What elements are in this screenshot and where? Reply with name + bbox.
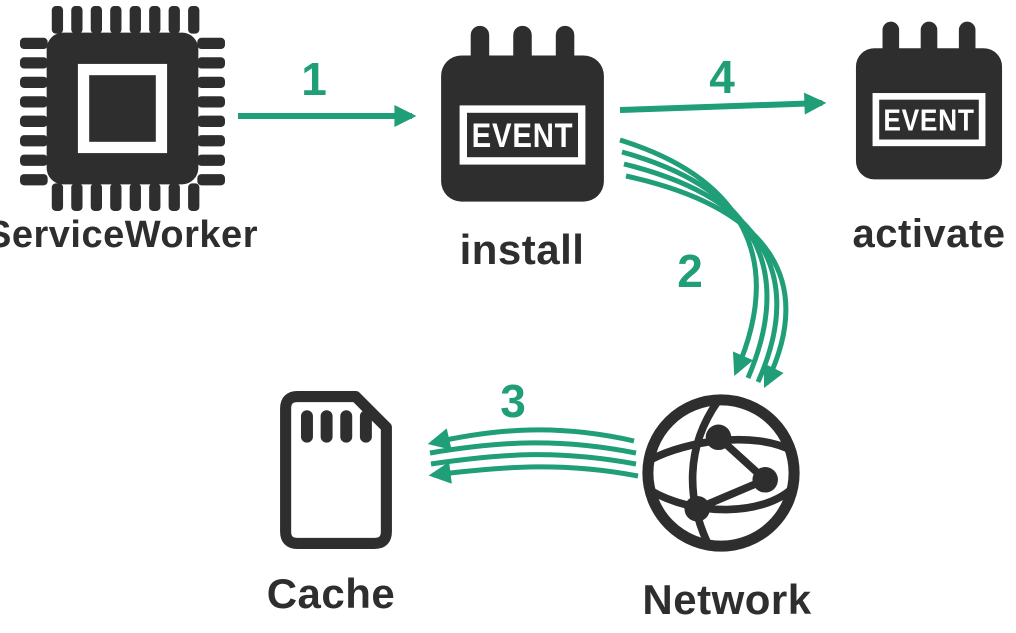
label-activate: activate <box>852 212 1006 256</box>
arrow-step-2 <box>619 137 789 388</box>
label-service-worker: ServiceWorker <box>0 214 258 256</box>
arrow-step-4 <box>619 92 827 115</box>
event-badge-text: EVENT <box>472 117 574 155</box>
cpu-chip-icon <box>20 6 225 211</box>
calendar-event-icon: EVENT <box>441 25 604 202</box>
arrow-step-3 <box>427 427 639 484</box>
step-number-1: 1 <box>301 53 327 105</box>
label-install: install <box>459 226 585 273</box>
calendar-event-icon: EVENT <box>855 21 1003 180</box>
step-number-4: 4 <box>709 51 735 103</box>
label-cache: Cache <box>266 570 396 617</box>
arrow-step-2-curve <box>621 149 770 379</box>
arrow-step-3-curve <box>430 452 637 467</box>
arrow-step-3-curve <box>427 427 635 450</box>
arrow-step-3-curve <box>428 461 639 484</box>
label-network: Network <box>642 576 812 623</box>
globe-network-icon <box>642 394 800 552</box>
sd-card-icon <box>280 391 392 549</box>
event-badge-text: EVENT <box>883 102 974 137</box>
arrow-step-2-curve <box>625 173 789 388</box>
arrow-step-3-curve <box>429 440 637 456</box>
step-number-2: 2 <box>677 245 703 297</box>
step-number-3: 3 <box>500 375 526 427</box>
